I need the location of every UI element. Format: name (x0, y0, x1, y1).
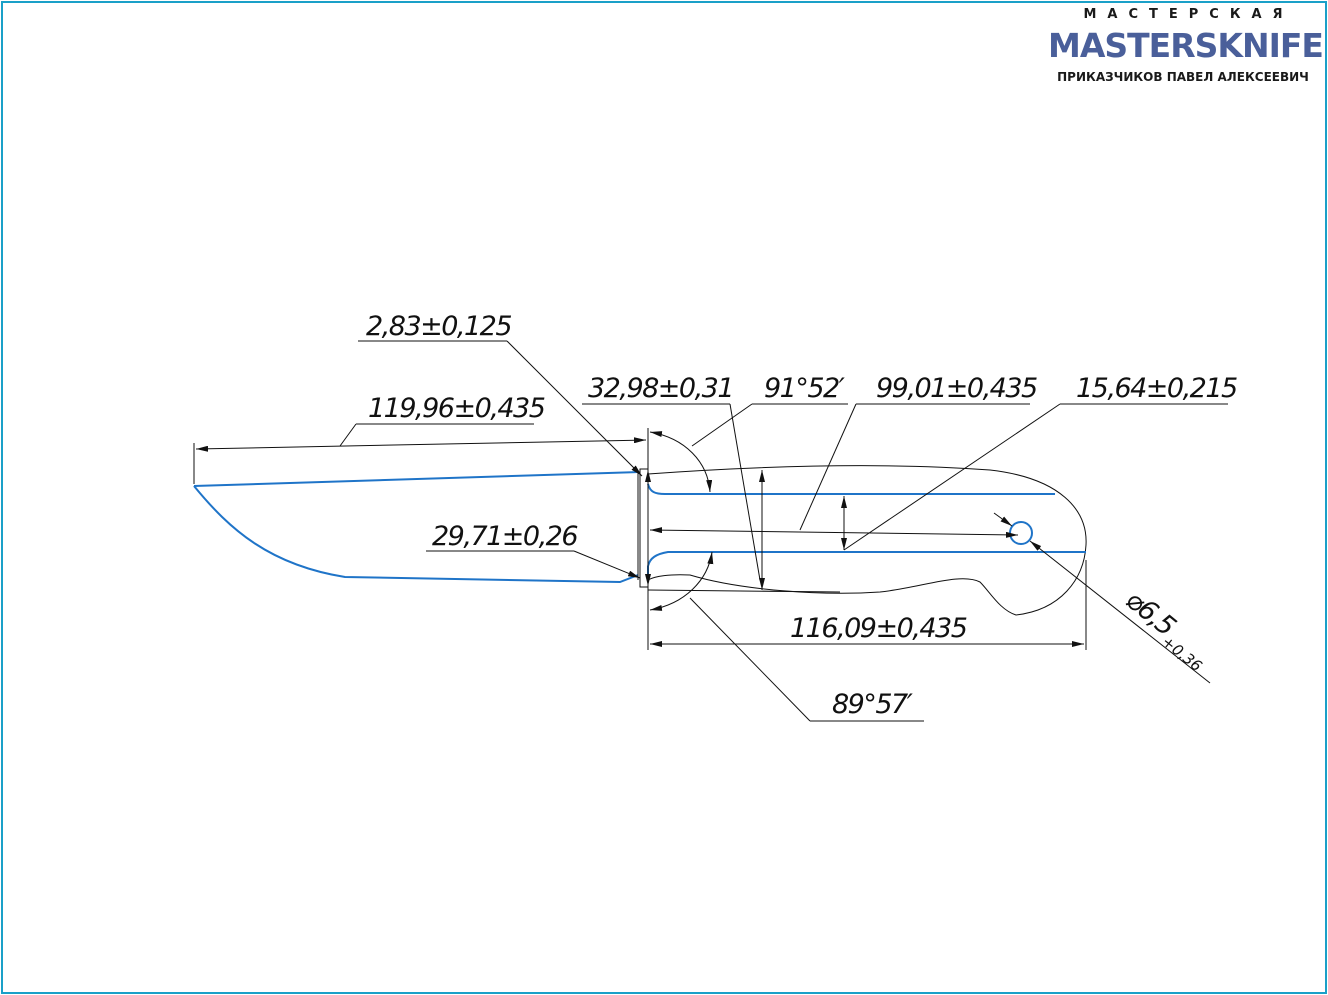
dim-hole-diameter: ⌀6,5 +0,36 (993, 512, 1211, 684)
dim-guard-thickness: 2,83±0,125 (358, 311, 643, 477)
dim-bottom-angle: 89°57′ (647, 551, 924, 722)
dim-tang-length: 99,01±0,435 (649, 373, 1039, 538)
dim-handle-height-label: 32,98±0,31 (588, 373, 733, 404)
dim-tang-height-label: 15,64±0,215 (1076, 373, 1237, 404)
blade-contour (193, 471, 639, 584)
guard (639, 468, 649, 588)
dim-guard-height: 29,71±0,26 (426, 470, 651, 586)
dim-tang-height: 15,64±0,215 (841, 373, 1239, 551)
handle-hole (1009, 521, 1033, 545)
dim-guard-thickness-label: 2,83±0,125 (366, 311, 511, 342)
dim-hole-tolerance-label: +0,36 (1158, 632, 1205, 675)
logo-workshop-text: МАСТЕРСКАЯ (1083, 7, 1294, 22)
workshop-logo: МАСТЕРСКАЯ MASTERSKNIFE ПРИКАЗЧИКОВ ПАВЕ… (1048, 6, 1324, 85)
logo-brand-text: MASTERSKNIFE (1048, 26, 1324, 65)
dim-bottom-angle-label: 89°57′ (832, 689, 913, 720)
dim-blade-length: 119,96±0,435 (193, 393, 647, 484)
dim-handle-length-label: 116,09±0,435 (790, 613, 967, 644)
dim-top-angle-label: 91°52′ (764, 373, 845, 404)
handle-outline (647, 465, 1087, 616)
dim-handle-height: 32,98±0,31 (582, 373, 841, 593)
dim-handle-length: 116,09±0,435 (647, 560, 1087, 650)
dim-top-angle: 91°52′ (647, 373, 848, 493)
dim-blade-length-label: 119,96±0,435 (368, 393, 545, 424)
logo-owner-text: ПРИКАЗЧИКОВ ПАВЕЛ АЛЕКСЕЕВИЧ (1057, 70, 1309, 84)
dim-guard-height-label: 29,71±0,26 (432, 521, 577, 552)
tang-contour (647, 483, 1086, 580)
dim-tang-length-label: 99,01±0,435 (876, 373, 1037, 404)
